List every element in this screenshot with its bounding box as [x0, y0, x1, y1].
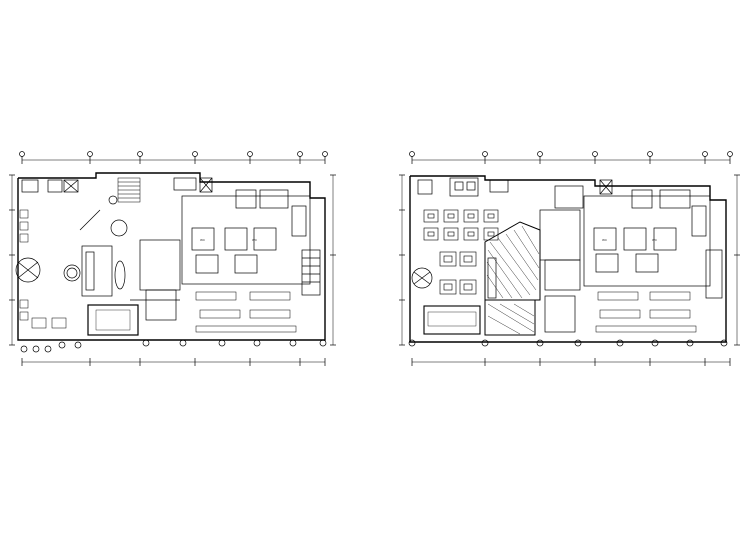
dining-tables-right: [595, 291, 697, 333]
lower-bar-right: [423, 305, 481, 335]
room-label: WC: [652, 238, 657, 242]
room-label: WC: [602, 238, 607, 242]
floor-plan-left: [9, 151, 336, 366]
room-labels: WC WC WC WC: [200, 238, 657, 242]
right-dimension-line: [330, 174, 336, 346]
room-label: WC: [200, 238, 205, 242]
entrance-stairs: [117, 177, 141, 203]
ceiling-coffers: [423, 209, 499, 295]
left-dimension-line: [9, 174, 15, 346]
diagonal-wall: [79, 209, 101, 231]
top-rooms-right: [417, 177, 613, 197]
floor-plan-right: [399, 151, 740, 366]
column-markers-left: [20, 339, 327, 353]
outer-walls: [17, 172, 326, 341]
room-label: WC: [252, 238, 257, 242]
bottom-dimension-line-right: [411, 358, 731, 366]
top-dimension-line-right: [409, 151, 733, 164]
round-tables-right: [411, 267, 433, 289]
service-area-left: [139, 239, 321, 321]
right-dimension-line-right: [734, 174, 740, 346]
bottom-dimension-line: [21, 358, 326, 366]
left-dimension-line-right: [399, 174, 405, 346]
outer-walls-right: [409, 175, 727, 343]
central-bar: [81, 245, 139, 336]
private-rooms-left: [181, 189, 311, 285]
round-tables-left: [15, 195, 128, 283]
column-markers-right: [408, 339, 728, 347]
private-rooms-right: [583, 189, 723, 299]
top-dimension-line: [19, 151, 328, 164]
hatched-stage-area: [484, 221, 541, 336]
service-area-right: [539, 185, 584, 333]
top-left-rooms: [21, 177, 213, 193]
dining-tables-left: [195, 291, 297, 333]
left-wall-seating: [19, 209, 67, 329]
